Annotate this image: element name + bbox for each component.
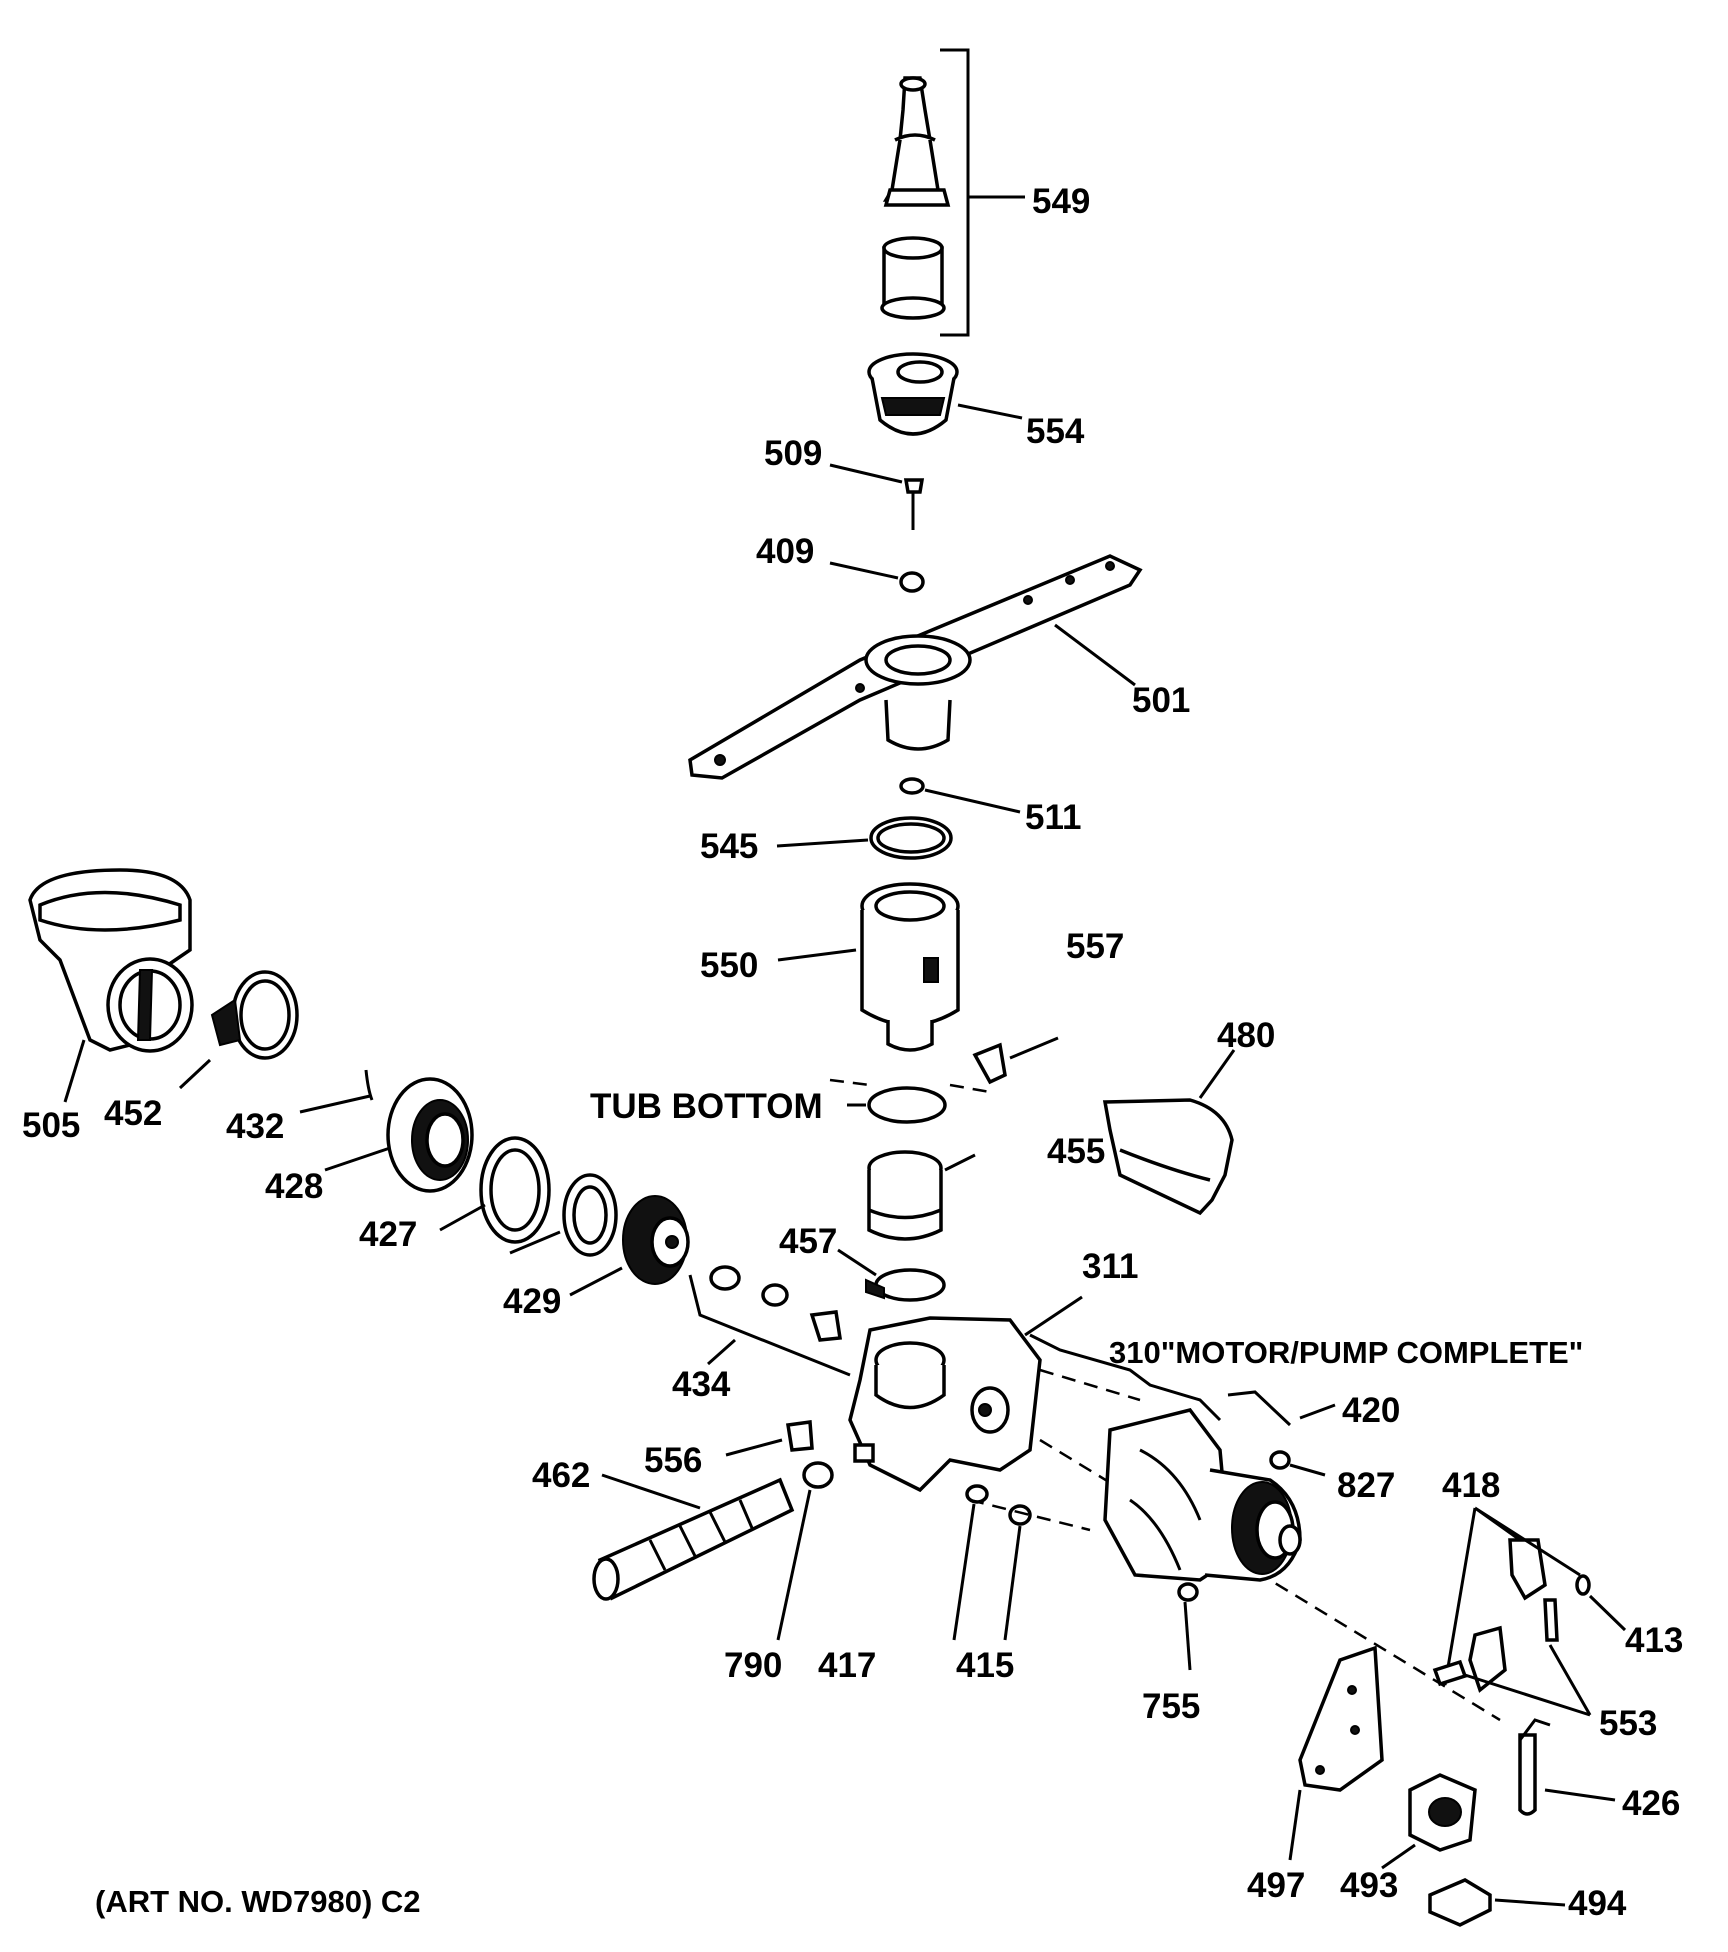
label-427: 427	[359, 1215, 417, 1254]
label-554: 554	[1026, 412, 1085, 451]
part-549-nozzle	[882, 76, 951, 207]
part-554-hub	[867, 352, 1023, 436]
label-310-motor-pump: 310"MOTOR/PUMP COMPLETE"	[1109, 1335, 1583, 1370]
label-557: 557	[1066, 927, 1124, 966]
part-428-bearing	[324, 1077, 474, 1193]
label-428: 428	[265, 1167, 323, 1206]
part-509-screw	[829, 463, 925, 530]
part-426-key	[1518, 1718, 1616, 1816]
label-545: 545	[700, 827, 758, 866]
part-493-solenoid	[1381, 1773, 1477, 1870]
label-413: 413	[1625, 1621, 1683, 1660]
part-497-bracket	[1288, 1645, 1384, 1861]
label-511: 511	[1025, 798, 1081, 837]
label-420: 420	[1342, 1391, 1400, 1430]
part-501-spray-arm	[688, 554, 1143, 780]
label-415: 415	[956, 1646, 1014, 1685]
part-tub-bottom-gasket	[829, 1078, 991, 1124]
part-557-clip	[972, 1036, 1059, 1085]
part-429-impeller	[509, 1173, 690, 1297]
label-549: 549	[1032, 182, 1090, 221]
label-556: 556	[644, 1441, 702, 1480]
part-755-screw	[1177, 1582, 1199, 1671]
part-553-springs	[1432, 1598, 1592, 1717]
label-493: 493	[1340, 1866, 1398, 1905]
part-462-drain-hose	[592, 1473, 795, 1601]
label-494: 494	[1568, 1884, 1627, 1923]
part-413-screw	[1575, 1574, 1627, 1632]
label-550: 550	[700, 946, 758, 985]
part-549-bushing	[880, 236, 946, 320]
part-432-screw	[299, 1069, 374, 1114]
label-417: 417	[818, 1646, 876, 1685]
part-311-pump-housing	[848, 1295, 1083, 1493]
label-409: 409	[756, 532, 814, 571]
part-427-gasket	[439, 1136, 551, 1244]
label-497: 497	[1247, 1866, 1305, 1905]
part-420-wire	[1227, 1390, 1336, 1427]
part-550-manifold	[777, 882, 960, 1052]
label-501: 501	[1132, 681, 1190, 720]
label-827: 827	[1337, 1466, 1395, 1505]
label-755: 755	[1142, 1687, 1200, 1726]
label-480: 480	[1217, 1016, 1275, 1055]
label-457: 457	[779, 1222, 837, 1261]
label-429: 429	[503, 1282, 561, 1321]
part-457-clamp	[837, 1248, 946, 1302]
part-827-screw	[1269, 1450, 1326, 1477]
part-418-cam-parts	[1443, 1506, 1581, 1693]
part-452-clamp	[178, 970, 299, 1090]
label-455: 455	[1047, 1132, 1105, 1171]
label-311: 311	[1082, 1247, 1138, 1286]
part-455-seal	[867, 1150, 976, 1241]
art-number: (ART NO. WD7980) C2	[95, 1884, 421, 1919]
label-432: 432	[226, 1107, 284, 1146]
part-434-bearings	[688, 1265, 851, 1377]
part-409-nut	[829, 561, 925, 593]
label-553: 553	[1599, 1704, 1657, 1743]
label-462: 462	[532, 1456, 590, 1495]
label-426: 426	[1622, 1784, 1680, 1823]
label-452: 452	[104, 1094, 162, 1133]
part-415-nut	[1003, 1504, 1032, 1641]
part-545-ring	[776, 816, 953, 860]
part-417-washer	[952, 1484, 989, 1641]
part-556-fitting	[725, 1420, 814, 1457]
part-310-motor	[1103, 1408, 1302, 1582]
part-505-sump-housing	[28, 868, 194, 1103]
part-494-cover	[1428, 1878, 1566, 1927]
label-418: 418	[1442, 1466, 1500, 1505]
label-434: 434	[672, 1365, 731, 1404]
label-505: 505	[22, 1106, 80, 1145]
label-509: 509	[764, 434, 822, 473]
part-790-spring	[776, 1461, 834, 1641]
part-511-washer	[899, 777, 1021, 814]
label-790: 790	[724, 1646, 782, 1685]
label-tub-bottom: TUB BOTTOM	[590, 1087, 823, 1126]
bracket-549	[940, 48, 1025, 337]
part-480-shroud	[1102, 1049, 1236, 1216]
